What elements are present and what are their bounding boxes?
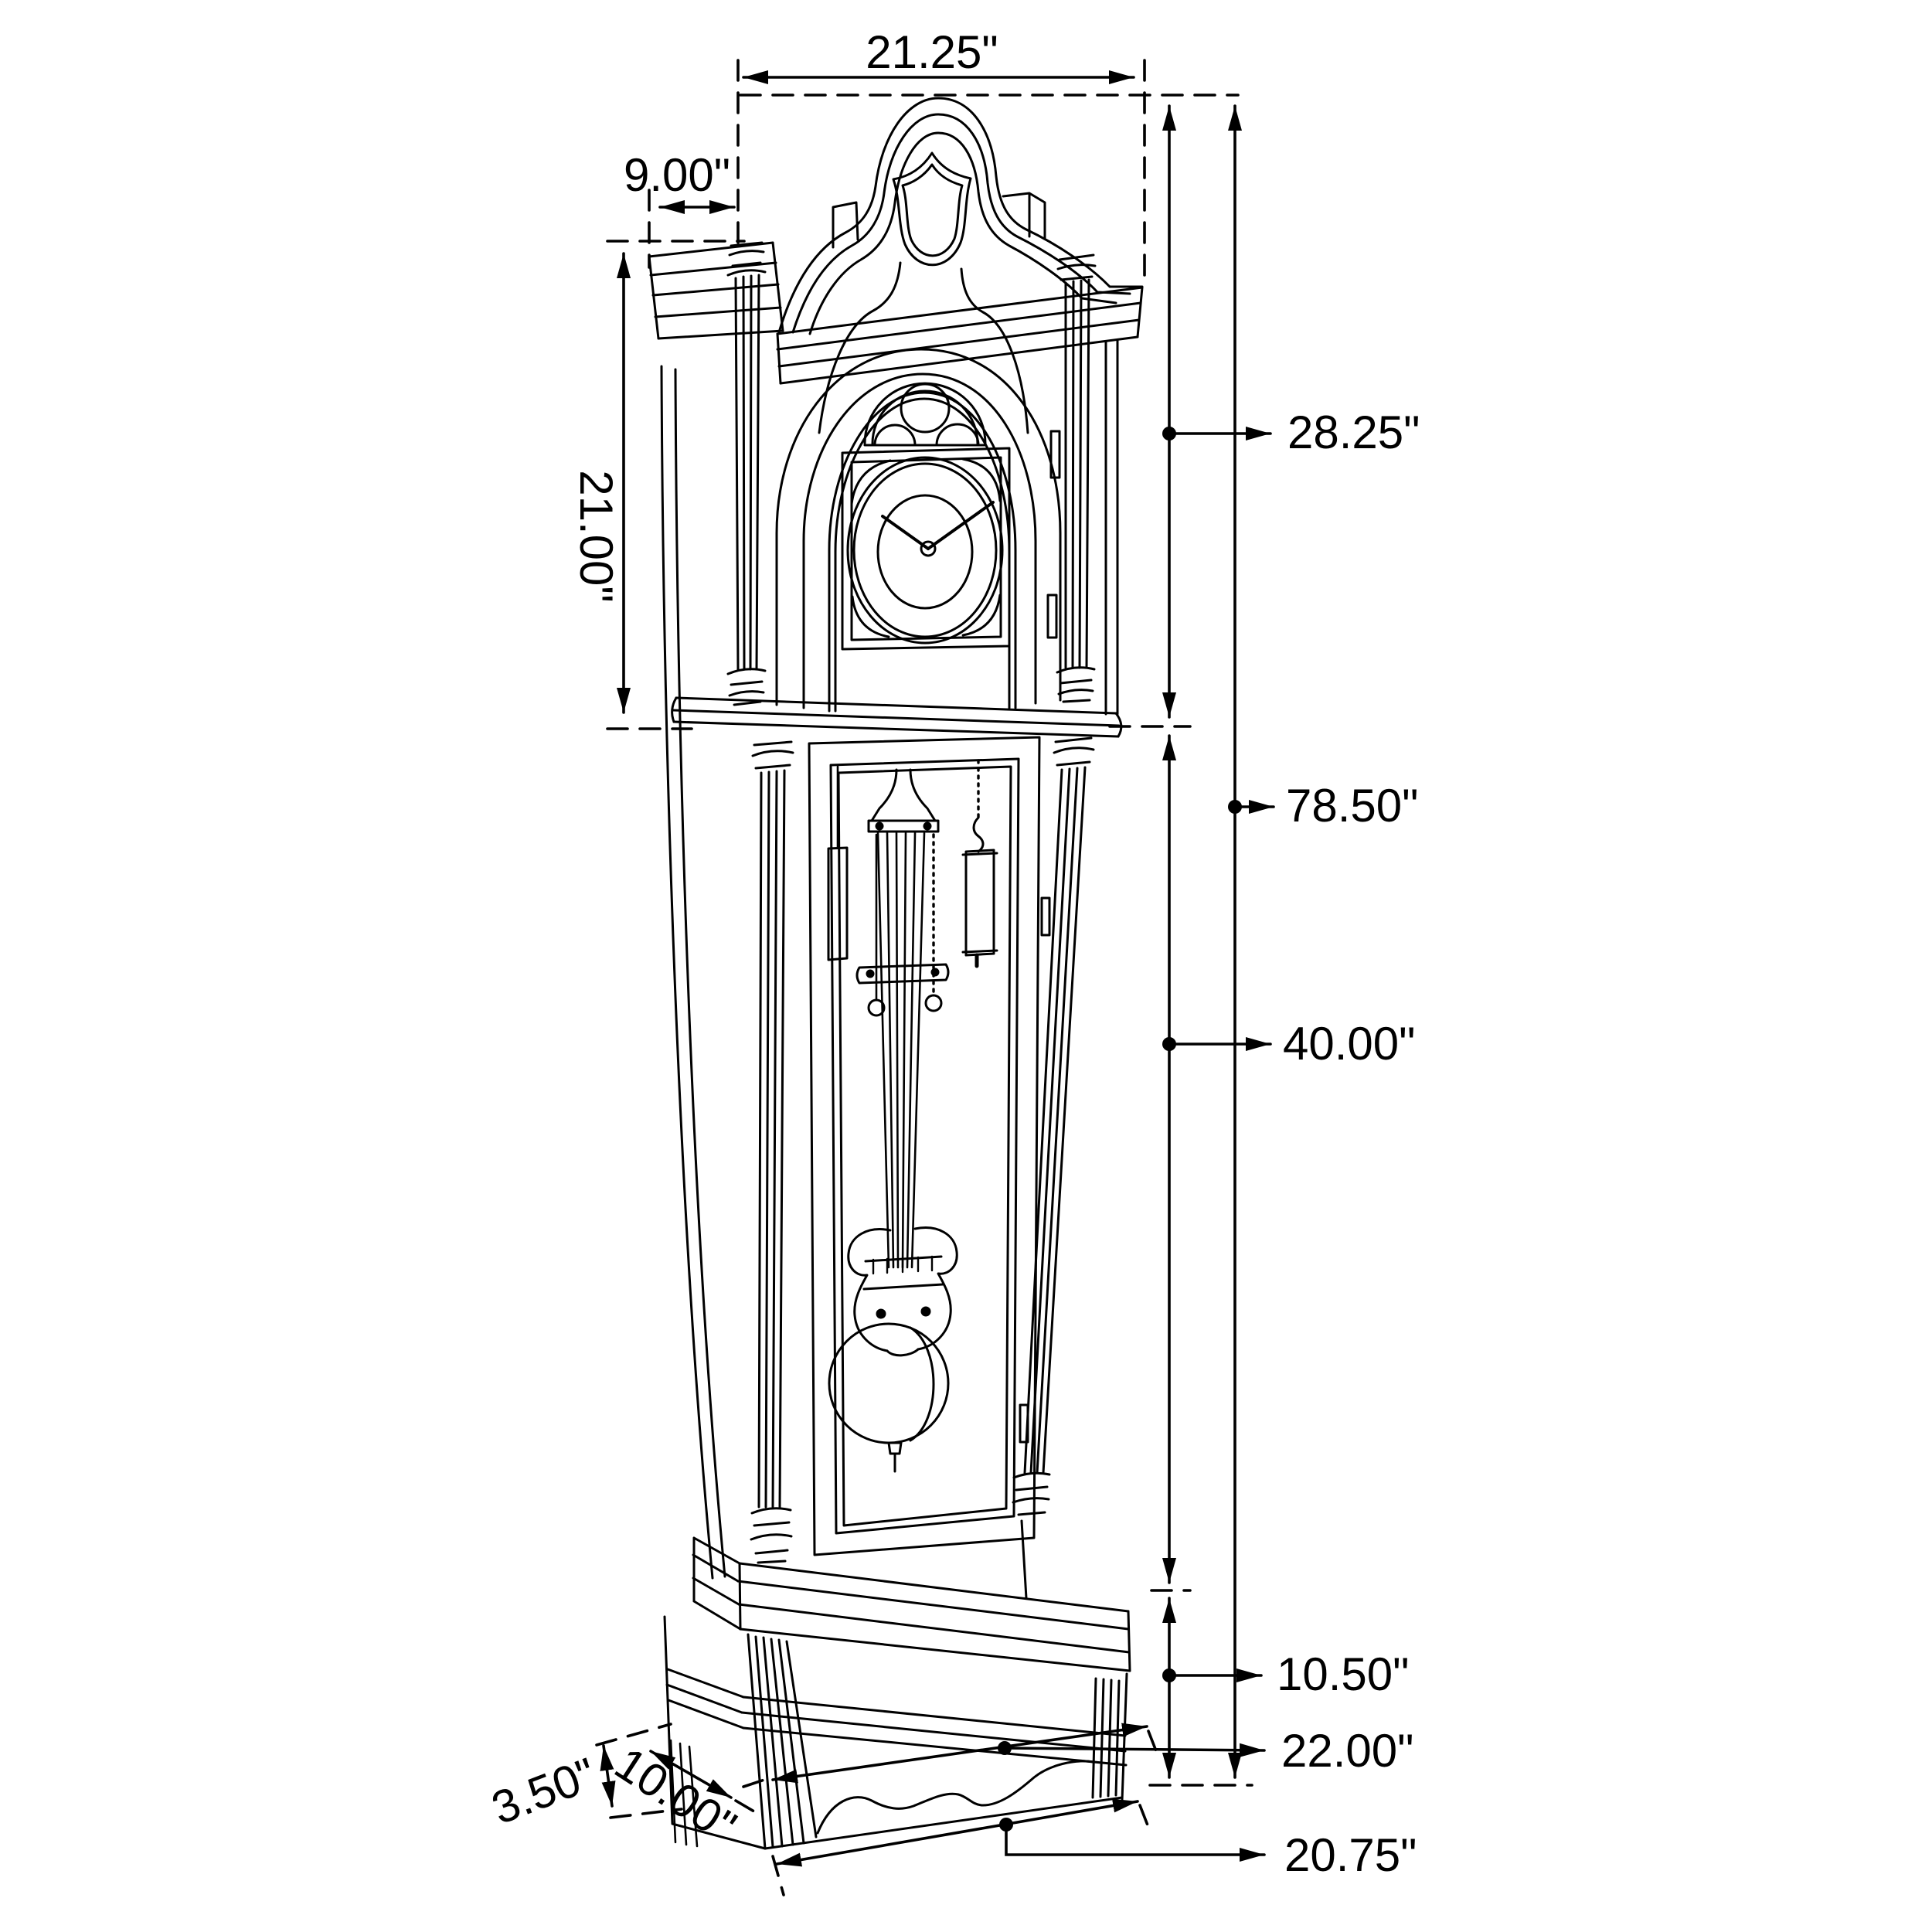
leader-lines [998, 427, 1275, 1862]
dim-label-base-height: 10.50" [1277, 1648, 1410, 1700]
body-door [808, 736, 1051, 1556]
dim-label-upper-height: 28.25" [1287, 406, 1420, 458]
movement-parts [827, 759, 998, 1269]
pendulum [828, 1226, 958, 1473]
hood-columns [726, 241, 1097, 706]
dim-label-overall-height: 78.50" [1286, 780, 1419, 832]
extension-lines [595, 59, 1253, 1896]
dim-label-top-width: 21.25" [866, 26, 998, 78]
body-columns [750, 736, 1095, 1600]
hinge [1046, 594, 1058, 639]
clock-face [775, 348, 1062, 713]
dimension-lines [595, 59, 1275, 1896]
hinge [1019, 1403, 1029, 1444]
hour-hand [881, 515, 930, 550]
dim-label-hood-side-height: 21.00" [570, 470, 622, 603]
dim-label-middle-height: 40.00" [1283, 1018, 1416, 1070]
cornice [648, 241, 1144, 1580]
minute-hand [927, 501, 995, 550]
dim-label-base-bottom-width: 20.75" [1284, 1829, 1417, 1881]
dim-label-base-width: 22.00" [1281, 1725, 1414, 1777]
hinge [1049, 430, 1061, 479]
clock-art [648, 97, 1144, 1850]
dim-label-hood-depth: 9.00" [623, 149, 731, 201]
waist-shelf [671, 696, 1123, 738]
hinge [1040, 896, 1051, 937]
